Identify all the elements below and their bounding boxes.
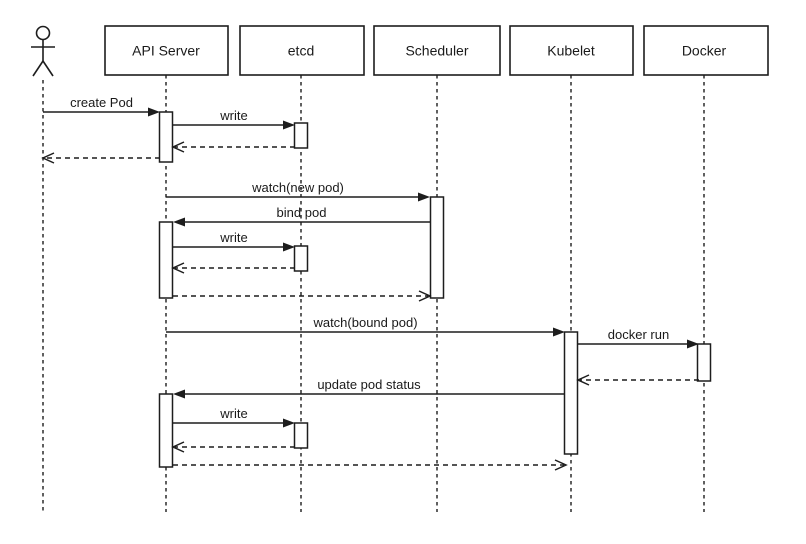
activation-bar-kubelet [563,331,579,455]
message-label-5: bind pod [277,205,327,220]
participant-label-kubelet: Kubelet [547,43,595,59]
message-arrowhead-filled-5 [173,217,185,227]
message-arrowhead-filled-12 [173,389,185,399]
participant-box-api-server [104,25,229,76]
message-arrowhead-filled-9 [553,327,565,337]
participant-label-docker: Docker [682,43,727,59]
message-label-9: watch(bound pod) [312,315,417,330]
participant-label-etcd: etcd [288,43,314,59]
activation-bar-api-server [158,393,174,468]
message-arrowhead-open-7 [171,262,185,274]
message-label-1: write [219,108,247,123]
message-arrowhead-open-8 [418,290,432,302]
participant-box-kubelet [509,25,634,76]
message-arrowhead-filled-0 [148,107,160,117]
message-arrowhead-filled-1 [283,120,295,130]
message-label-12: update pod status [317,377,421,392]
participant-box-scheduler [373,25,501,76]
activation-bar-etcd [293,245,309,272]
activation-bar-docker [696,343,712,382]
message-label-13: write [219,406,247,421]
activation-bar-etcd [293,422,309,449]
actor-leg-left-icon [32,60,44,77]
message-label-6: write [219,230,247,245]
participant-label-api-server: API Server [132,43,200,59]
message-arrowhead-open-2 [171,141,185,153]
message-arrowhead-open-15 [554,459,568,471]
participant-box-etcd [239,25,365,76]
message-label-4: watch(new pod) [251,180,344,195]
message-arrowhead-filled-13 [283,418,295,428]
activation-bar-api-server [158,111,174,163]
activation-bar-api-server [158,221,174,299]
message-arrowhead-open-3 [41,152,55,164]
message-arrowhead-filled-6 [283,242,295,252]
message-arrowhead-filled-10 [687,339,699,349]
message-label-10: docker run [608,327,669,342]
participant-box-docker [643,25,769,76]
message-arrowhead-open-11 [576,374,590,386]
actor-leg-right-icon [42,60,54,77]
activation-bar-scheduler [429,196,445,299]
participant-label-scheduler: Scheduler [405,43,468,59]
activation-bar-etcd [293,122,309,149]
message-arrowhead-open-14 [171,441,185,453]
message-label-0: create Pod [70,95,133,110]
message-arrowhead-filled-4 [418,192,430,202]
